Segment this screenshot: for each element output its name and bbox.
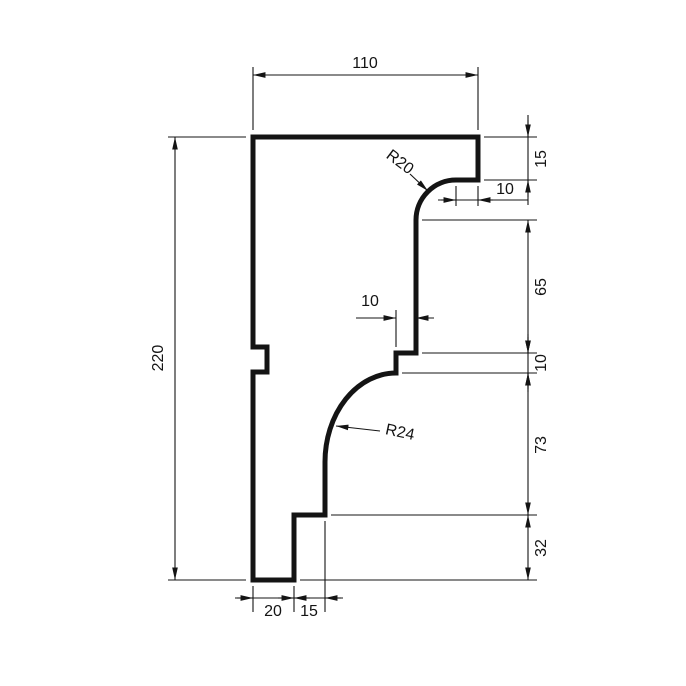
dim-label-radius-bottom: R24	[384, 421, 416, 444]
dim-label-bottom-left-width: 20	[264, 603, 282, 620]
molding-profile-outline	[250, 134, 481, 583]
dim-right-upper: 65	[422, 219, 550, 354]
dim-top-right-step: 15	[484, 115, 550, 205]
dim-label-bottom-right-width: 15	[300, 603, 318, 620]
dim-bottom-widths: 20 15	[235, 521, 343, 620]
dim-label-mid-step-width: 10	[361, 293, 379, 310]
dim-radius-bottom: R24	[335, 421, 416, 444]
dim-label-top-right-inset: 10	[496, 181, 514, 198]
dim-label-overall-height: 220	[150, 345, 167, 372]
dim-label-right-lower: 73	[533, 436, 550, 454]
dim-label-right-mid-step: 10	[533, 354, 550, 372]
leader-line	[335, 424, 381, 432]
dim-label-right-upper: 65	[533, 278, 550, 296]
leader-line	[409, 173, 429, 192]
dim-top-right-inset: 10	[438, 181, 528, 206]
dim-mid-step-width: 10	[356, 293, 434, 347]
dim-right-lower: 73	[331, 373, 550, 516]
dim-right-bottom: 32	[300, 515, 550, 581]
dim-overall-height: 220	[150, 136, 246, 581]
dim-top-width: 110	[252, 55, 479, 130]
dim-label-top-width: 110	[352, 55, 378, 72]
dim-label-top-right-step: 15	[533, 150, 550, 168]
dim-label-right-bottom: 32	[533, 539, 550, 557]
